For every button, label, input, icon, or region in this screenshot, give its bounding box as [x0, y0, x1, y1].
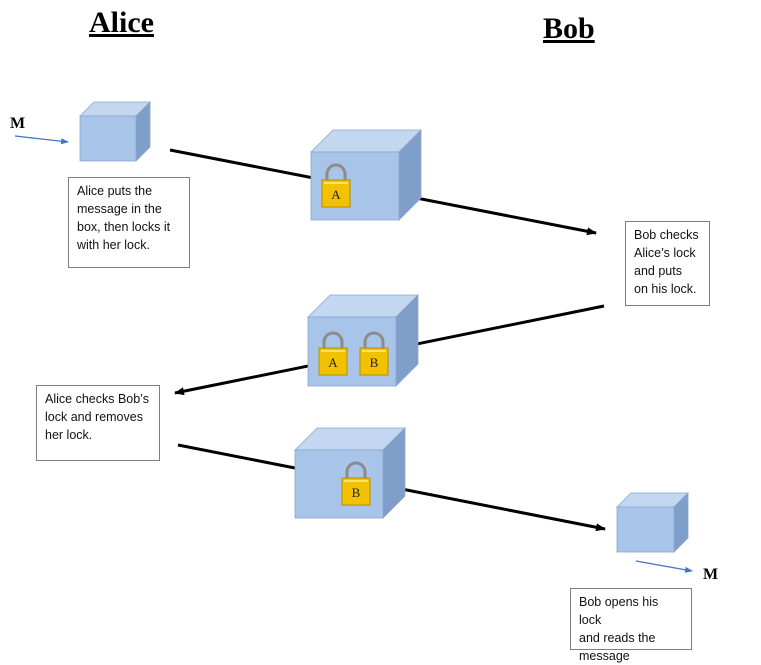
box-locked-bob: [294, 427, 406, 519]
message-input-label: M: [10, 115, 26, 132]
alice-heading: Alice: [89, 6, 154, 39]
message-input-arrow: [14, 135, 69, 145]
bob-heading: Bob: [543, 12, 595, 45]
box-locked-alice: [310, 129, 422, 221]
message-box-initial: [79, 101, 151, 162]
lock-letter-a: A: [331, 187, 341, 202]
step4-note: Bob opens his lock and reads the message: [570, 588, 692, 663]
message-output-arrow: [635, 560, 693, 573]
lock-letter-a: A: [328, 355, 338, 370]
padlock-bob-icon: B: [341, 461, 371, 506]
padlock-alice-icon: A: [318, 331, 348, 376]
step2-note: Bob checks Alice’s lock and puts on his …: [625, 221, 710, 306]
padlock-bob-icon: B: [359, 331, 389, 376]
step3-note: Alice checks Bob’s lock and removes her …: [36, 385, 160, 461]
lock-letter-b: B: [370, 355, 379, 370]
padlock-alice-icon: A: [321, 163, 351, 208]
step1-note: Alice puts the message in the box, then …: [68, 177, 190, 268]
message-box-final: [616, 492, 689, 553]
lock-letter-b: B: [352, 485, 361, 500]
message-output-label: M: [703, 566, 719, 583]
